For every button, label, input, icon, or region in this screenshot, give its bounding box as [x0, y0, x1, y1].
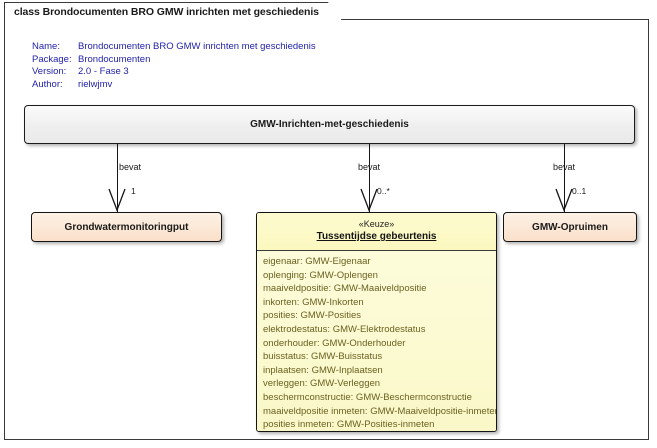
arrowhead-open-2	[360, 188, 378, 212]
attribute-row: maaiveldpositie inmeten: GMW-Maaiveldpos…	[263, 405, 497, 417]
connector-multiplicity-2: 0..*	[377, 186, 390, 196]
attribute-row: posities: GMW-Posities	[263, 310, 362, 322]
metadata-row-author: Author: rielwjmv	[32, 79, 316, 92]
metadata-label-package: Package:	[32, 53, 72, 65]
attribute-row: onderhouder: GMW-Onderhouder	[263, 337, 406, 349]
attribute-row: beschermconstructie: GMW-Beschermconstru…	[263, 391, 472, 403]
connector-multiplicity-3: 0..1	[572, 186, 587, 196]
connector-line-2[interactable]	[369, 144, 370, 212]
class-box-gmw-opruimen[interactable]: GMW-Opruimen	[503, 212, 637, 242]
metadata-label-author: Author:	[32, 78, 63, 90]
class-box-gmw-inrichten-met-geschiedenis[interactable]: GMW-Inrichten-met-geschiedenis	[24, 105, 635, 144]
class-title-grondwatermonitoringput: Grondwatermonitoringput	[64, 221, 189, 233]
diagram-frame-tab-label: class Brondocumenten BRO GMW inrichten m…	[14, 5, 319, 18]
frame-tab-joint	[5, 19, 254, 21]
attribute-row: verleggen: GMW-Verleggen	[263, 378, 381, 390]
connector-line-1[interactable]	[117, 144, 118, 212]
attribute-row: oplenging: GMW-Oplengen	[263, 269, 378, 281]
metadata-row-package: Package: Brondocumenten	[32, 54, 316, 67]
attribute-row: posities inmeten: GMW-Posities-inmeten	[263, 419, 435, 431]
class-box-grondwatermonitoringput[interactable]: Grondwatermonitoringput	[31, 212, 222, 242]
metadata-value-version: 2.0 - Fase 3	[78, 66, 129, 78]
metadata-value-package: Brondocumenten	[78, 53, 151, 65]
metadata-label-version: Version:	[32, 66, 67, 78]
arrowhead-open-1	[108, 188, 126, 212]
metadata-label-name: Name:	[32, 41, 60, 52]
attribute-row: maaiveldpositie: GMW-Maaiveldpositie	[263, 283, 427, 295]
attribute-row: buisstatus: GMW-Buisstatus	[263, 351, 383, 363]
class-header-keuze: «Keuze» Tussentijdse gebeurtenis	[257, 213, 496, 251]
connector-label-1: bevat	[118, 162, 142, 172]
connector-label-3: bevat	[552, 162, 576, 172]
class-title-gmw-opruimen: GMW-Opruimen	[532, 221, 608, 233]
diagram-metadata: Name: Brondocumenten BRO GMW inrichten m…	[32, 41, 316, 91]
class-title-tussentijdse-gebeurtenis: Tussentijdse gebeurtenis	[316, 231, 437, 242]
connector-line-3[interactable]	[564, 144, 565, 212]
attribute-row: elektrodestatus: GMW-Elektrodestatus	[263, 323, 426, 335]
class-attribute-list: eigenaar: GMW-Eigenaar oplenging: GMW-Op…	[257, 251, 497, 431]
metadata-value-name: Brondocumenten BRO GMW inrichten met ges…	[78, 41, 316, 52]
metadata-row-version: Version: 2.0 - Fase 3	[32, 66, 316, 79]
metadata-row-name: Name: Brondocumenten BRO GMW inrichten m…	[32, 41, 316, 54]
arrowhead-open-3	[555, 188, 573, 212]
attribute-row: eigenaar: GMW-Eigenaar	[263, 256, 371, 267]
metadata-value-author: rielwjmv	[78, 78, 113, 90]
connector-multiplicity-1: 1	[131, 186, 136, 196]
connector-label-2: bevat	[357, 162, 381, 172]
class-title-root: GMW-Inrichten-met-geschiedenis	[250, 119, 409, 130]
diagram-frame-tab[interactable]: class Brondocumenten BRO GMW inrichten m…	[4, 2, 342, 20]
class-stereotype-keuze: «Keuze»	[358, 219, 395, 229]
attribute-row: inplaatsen: GMW-Inplaatsen	[263, 364, 383, 376]
class-box-tussentijdse-gebeurtenis[interactable]: «Keuze» Tussentijdse gebeurtenis eigenaa…	[256, 212, 497, 432]
attribute-row: inkorten: GMW-Inkorten	[263, 296, 364, 308]
